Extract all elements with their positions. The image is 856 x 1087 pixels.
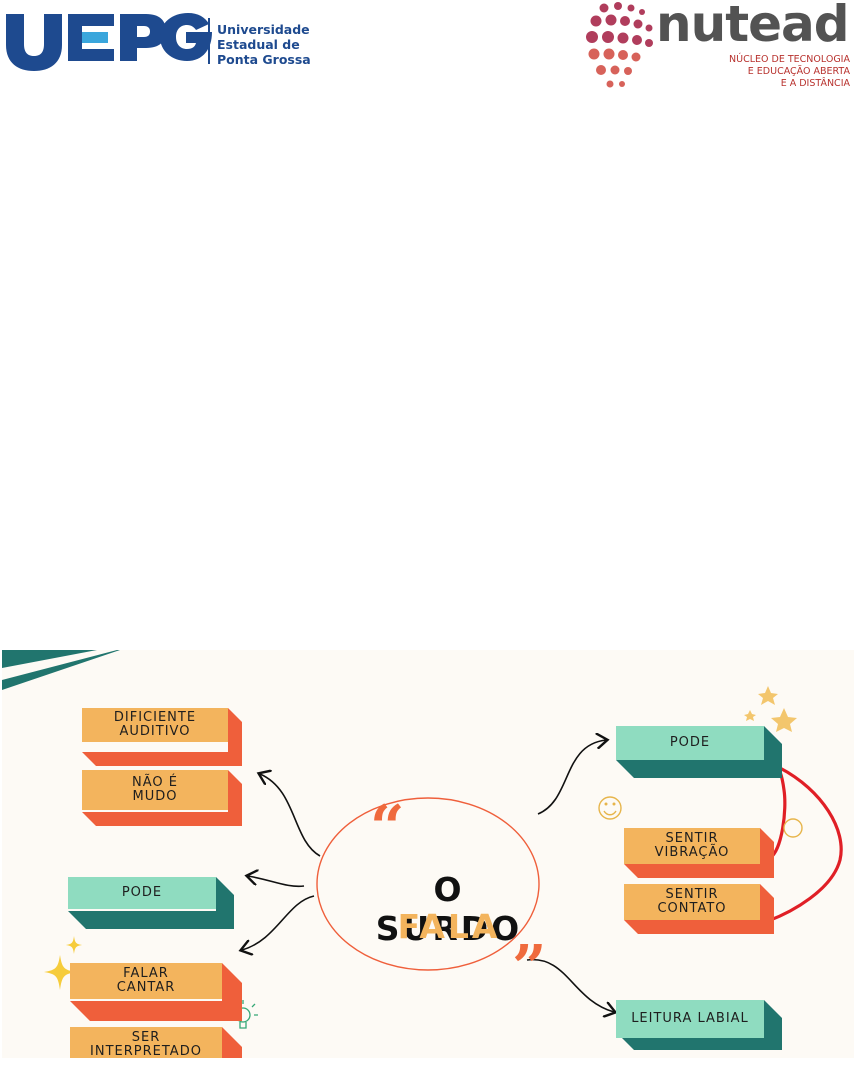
box-pode-right: PODE [616, 726, 782, 778]
sparkle-icon [44, 936, 82, 990]
arrow-right-top [537, 740, 606, 815]
label-line1: PODE [669, 735, 711, 750]
mind-map-connectors [2, 650, 843, 1029]
label-line2: VIBRAÇÃO [654, 845, 730, 860]
arrow-left-bottom [242, 895, 315, 950]
center-ellipse [316, 797, 540, 971]
red-link-contato [766, 766, 843, 923]
uepg-line1: Universidade [217, 22, 310, 37]
corner-stripe [2, 650, 97, 668]
arrow-left-top [260, 774, 321, 857]
label-line1: LEITURA LABIAL [631, 1011, 749, 1026]
mind-map-subtitle: FALA [397, 907, 501, 946]
label-line1: FALAR [123, 966, 169, 981]
arrow-left-mid [248, 876, 305, 888]
mind-map-title: O SURDO [375, 870, 523, 948]
nutead-subtitle: NÚCLEO DE TECNOLOGIA E EDUCAÇÃO ABERTA E… [729, 54, 850, 90]
star-icon [744, 686, 797, 732]
nutead-logo [574, 0, 856, 96]
open-quote-icon: “ [370, 793, 405, 863]
uepg-line3: Ponta Grossa [217, 52, 311, 67]
uepg-name: Universidade Estadual de Ponta Grossa [217, 22, 311, 67]
label-line2: AUDITIVO [119, 724, 191, 739]
box-leitura-labial: LEITURA LABIAL [616, 1000, 782, 1050]
label-line1: SENTIR [665, 831, 719, 846]
nutead-sub3: E A DISTÂNCIA [780, 78, 850, 89]
nutead-sub1: NÚCLEO DE TECNOLOGIA [729, 54, 850, 65]
label-line2: INTERPRETADO [90, 1044, 202, 1059]
label-line1: DIFICIENTE [113, 710, 197, 725]
close-quote-icon: ” [512, 933, 547, 1003]
label-line1: SENTIR [665, 887, 719, 902]
label-line2: MUDO [132, 789, 178, 804]
label-line1: SER [131, 1030, 161, 1045]
box-pode-left: PODE [68, 877, 234, 929]
uepg-mark-icon [6, 13, 212, 71]
uepg-line2: Estadual de [217, 37, 300, 52]
label-line1: NÃO É [132, 775, 178, 790]
label-line2: CANTAR [116, 980, 176, 995]
label-line1: PODE [121, 885, 163, 900]
arrow-right-bottom [526, 958, 614, 1012]
smiley-icon [598, 796, 803, 838]
nutead-sub2: E EDUCAÇÃO ABERTA [747, 66, 850, 77]
nutead-wordmark: nutead [656, 0, 850, 53]
label-line2: CONTATO [657, 901, 727, 916]
nutead-dots-icon [586, 2, 653, 88]
uepg-logo: Universidade Estadual de Ponta Grossa [2, 4, 312, 74]
